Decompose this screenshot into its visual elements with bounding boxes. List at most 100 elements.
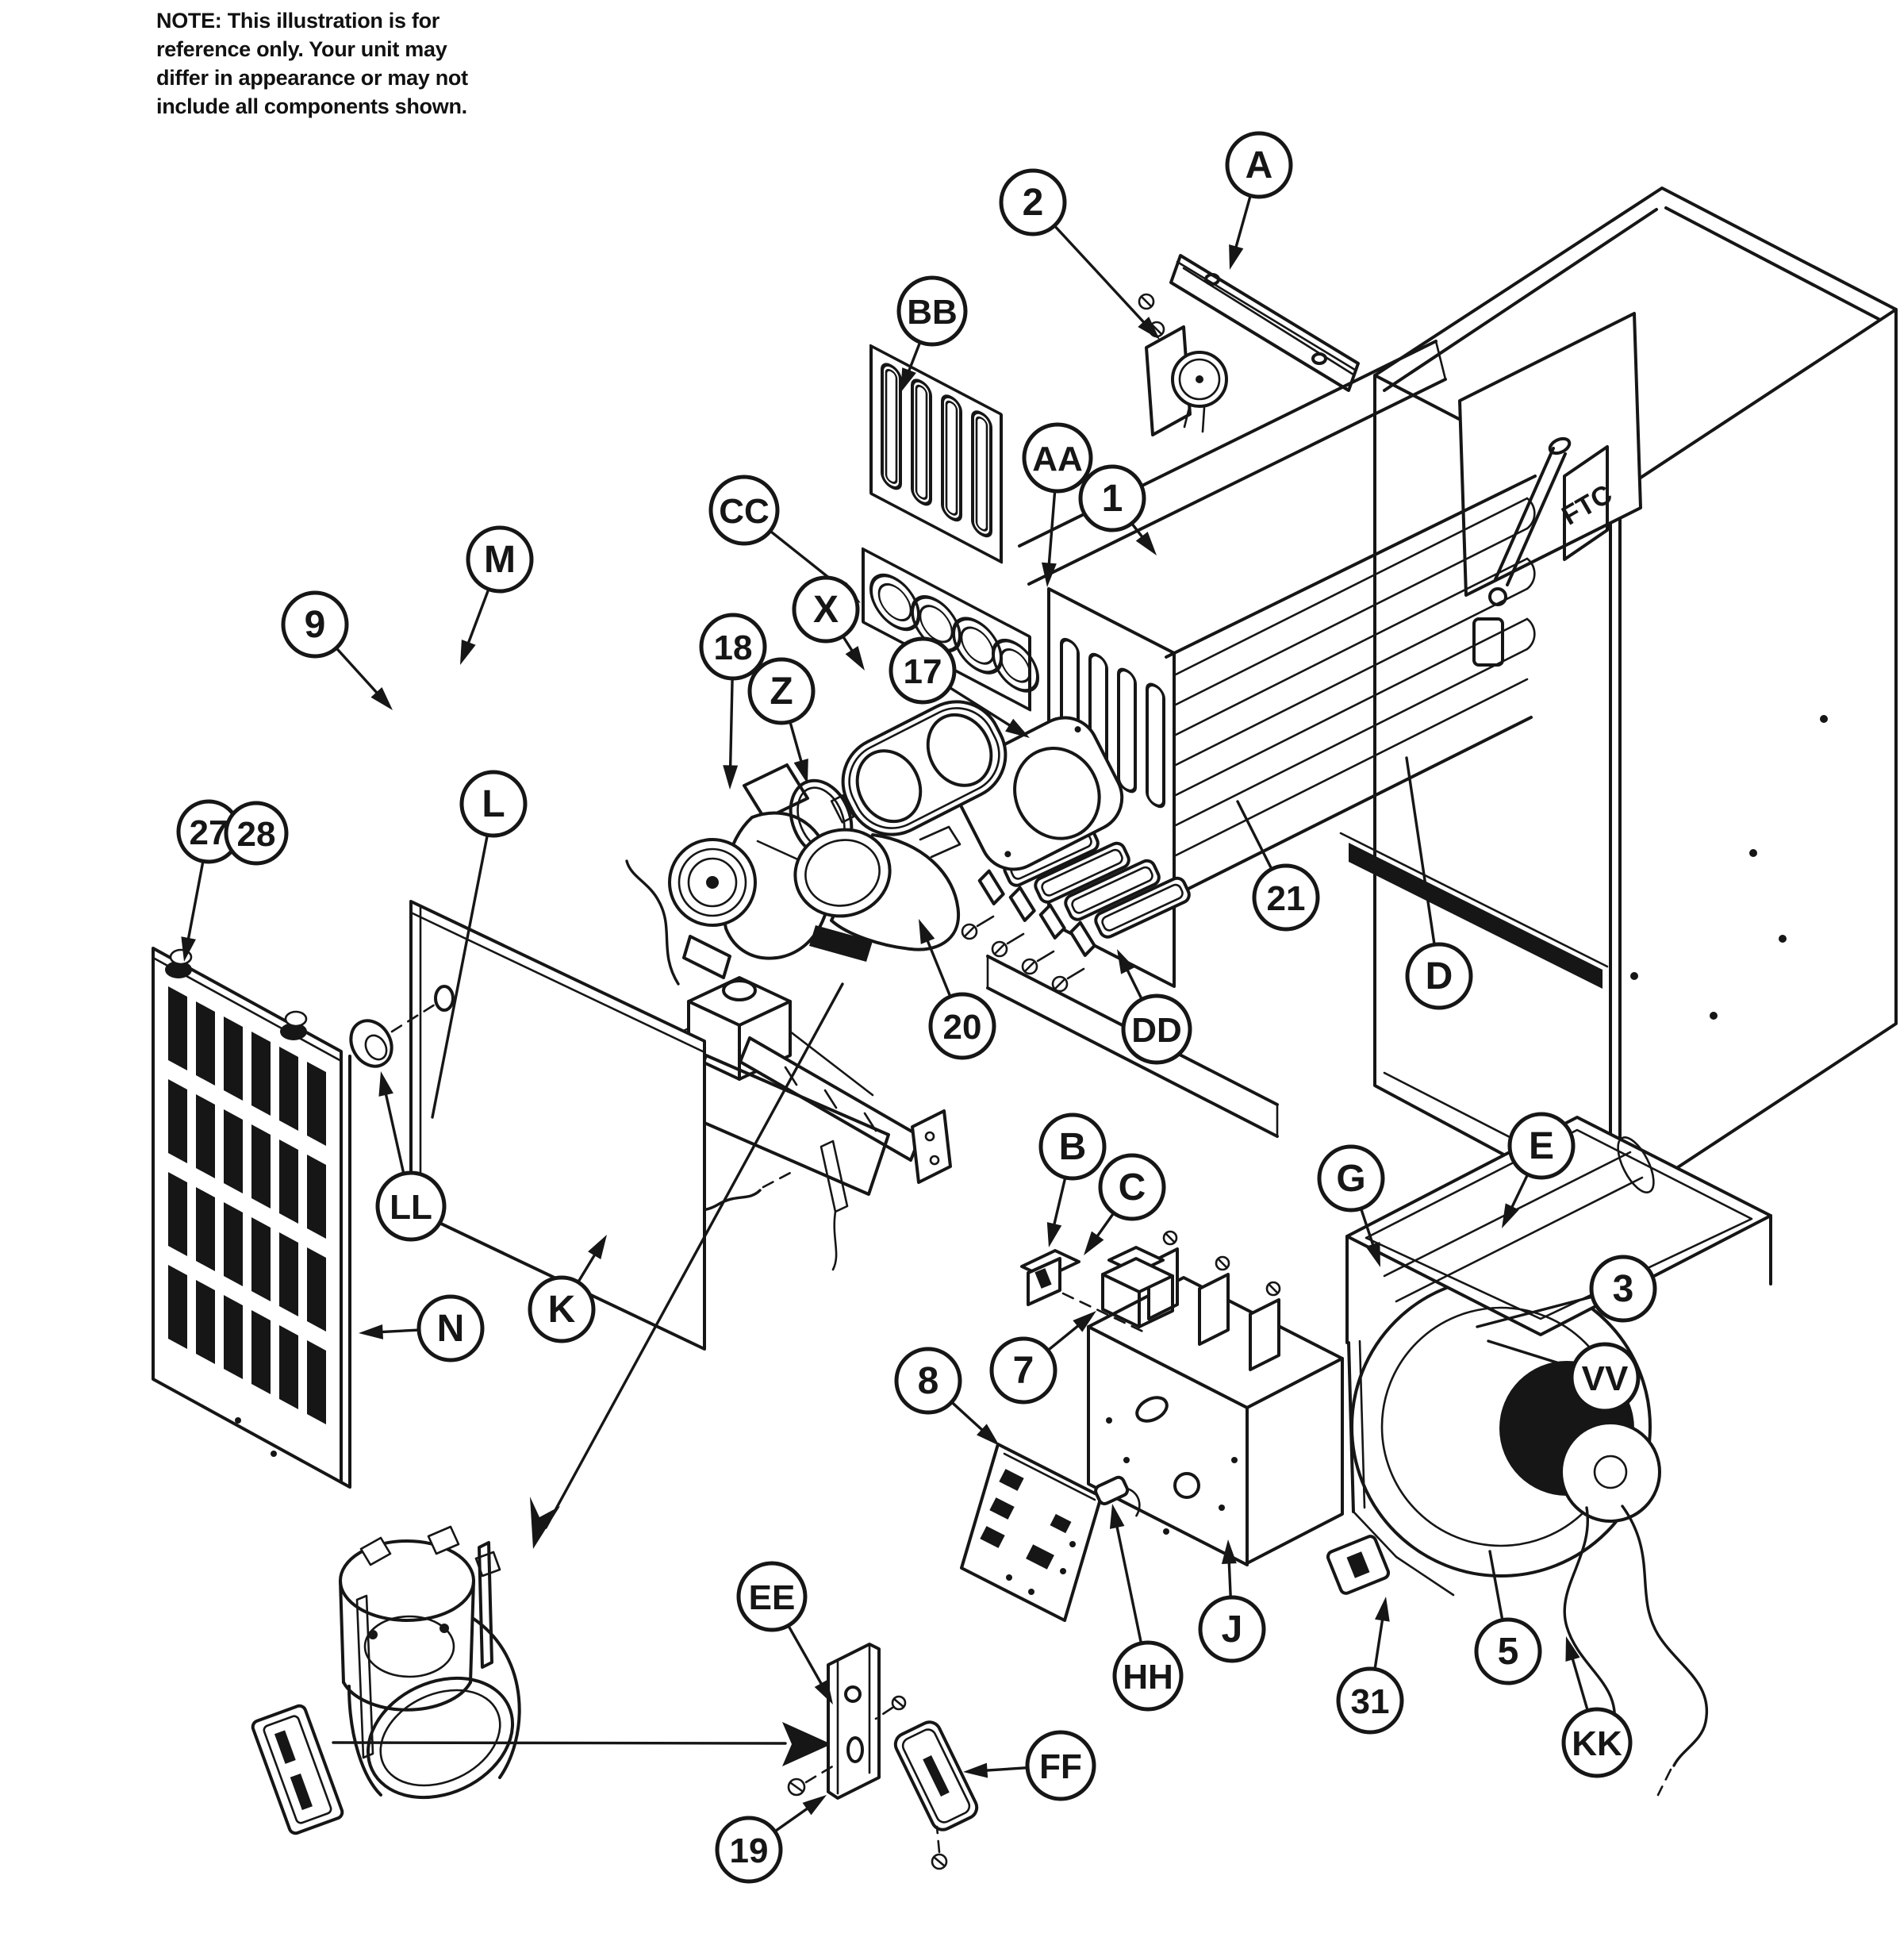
fin-screws xyxy=(1162,1230,1281,1297)
callout-balloon xyxy=(736,1561,808,1632)
leader-arrowhead xyxy=(1046,1222,1062,1247)
leader-line xyxy=(786,1624,825,1689)
leader-arrowhead xyxy=(1565,1636,1580,1662)
leader-arrowhead xyxy=(802,1795,827,1816)
leader-line xyxy=(1093,1211,1115,1242)
leader-arrowhead xyxy=(919,919,935,944)
leader-line xyxy=(728,677,734,772)
callout-balloon xyxy=(224,801,289,866)
callout-K: K xyxy=(528,1235,607,1343)
callout-balloon xyxy=(416,1294,485,1362)
assembly-arrows xyxy=(332,982,844,1766)
callout-label: K xyxy=(548,1289,576,1331)
callout-label: 28 xyxy=(237,815,276,854)
callout-balloon xyxy=(528,1275,596,1343)
leader-arrowhead xyxy=(1221,1539,1237,1564)
callout-28: 28 xyxy=(224,801,289,866)
leader-arrowhead xyxy=(181,936,196,962)
callout-C: C xyxy=(1084,1153,1166,1255)
leader-line xyxy=(1405,756,1436,947)
callout-balloon xyxy=(1405,942,1473,1010)
callout-D: D xyxy=(1405,756,1473,1010)
callout-balloon xyxy=(1317,1144,1385,1213)
callout-balloon xyxy=(1025,1730,1096,1801)
cabinet: FTC xyxy=(1339,186,1898,1213)
callout-7: 7 xyxy=(989,1311,1096,1405)
leader-arrowhead xyxy=(793,759,808,784)
reference-note: NOTE: This illustration is for reference… xyxy=(156,6,497,121)
vent-elbow xyxy=(793,825,962,962)
leader-line xyxy=(1508,1173,1530,1213)
callout-balloon xyxy=(889,636,957,705)
callout-label: J xyxy=(1222,1608,1243,1651)
callout-Z: Z xyxy=(747,657,816,784)
leader-line xyxy=(950,1401,987,1435)
leader-line xyxy=(335,646,382,698)
callout-label: 31 xyxy=(1351,1682,1390,1721)
callout-balloon xyxy=(375,1170,447,1242)
callout-balloon xyxy=(989,1336,1057,1405)
callout-label: 8 xyxy=(918,1360,939,1402)
leader-line xyxy=(1488,1550,1504,1622)
wire-connector xyxy=(1094,1475,1141,1517)
callout-balloon xyxy=(459,770,528,838)
pressure-switch xyxy=(1145,325,1228,436)
leader-line xyxy=(577,1249,599,1284)
leader-line xyxy=(1115,1520,1143,1645)
control-box xyxy=(1020,1230,1344,1566)
callout-EE: EE xyxy=(736,1561,833,1704)
leader-line xyxy=(186,859,205,945)
leader-arrowhead xyxy=(378,1071,393,1097)
bracket-screws xyxy=(787,1695,907,1797)
callout-balloon xyxy=(1121,993,1192,1065)
callout-label: 17 xyxy=(904,652,942,691)
callout-8: 8 xyxy=(894,1347,1000,1446)
callout-label: B xyxy=(1059,1126,1087,1168)
callout-balloon xyxy=(1589,1255,1657,1323)
leader-line xyxy=(1487,1339,1575,1370)
leader-arrowhead xyxy=(1135,532,1157,555)
leader-arrowhead xyxy=(359,1324,384,1339)
callout-FF: FF xyxy=(963,1730,1096,1801)
callout-balloon xyxy=(1507,1112,1576,1180)
callout-M: M xyxy=(460,525,534,665)
leader-arrowhead xyxy=(1117,949,1135,974)
callout-label: L xyxy=(482,783,505,825)
callout-balloon xyxy=(999,168,1067,236)
leader-arrowhead xyxy=(845,646,865,671)
callout-label: EE xyxy=(749,1578,796,1617)
leader-arrowhead xyxy=(1109,1504,1125,1529)
callout-balloon xyxy=(1022,422,1093,494)
callout-20: 20 xyxy=(919,919,996,1060)
door-switch xyxy=(1020,1249,1081,1306)
callout-label: 2 xyxy=(1023,182,1044,224)
callout-balloon xyxy=(699,613,767,681)
callout-balloon xyxy=(747,657,816,725)
leader-arrowhead xyxy=(588,1235,607,1260)
callout-label: A xyxy=(1246,144,1273,186)
leader-line xyxy=(1373,1614,1385,1671)
leader-arrowhead xyxy=(1502,1203,1519,1228)
leader-line xyxy=(1053,224,1149,328)
callout-X: X xyxy=(792,575,865,671)
callout-balloon xyxy=(894,1347,962,1415)
callout-label: 19 xyxy=(730,1831,769,1870)
callout-label: D xyxy=(1426,955,1453,997)
callout-21: 21 xyxy=(1236,800,1320,932)
callout-label: Z xyxy=(770,671,793,713)
collector-cover xyxy=(830,700,1008,836)
callout-J: J xyxy=(1198,1539,1266,1663)
leader-line xyxy=(1123,964,1144,1001)
louver-panel xyxy=(869,344,1003,564)
callout-label: CC xyxy=(719,492,770,531)
callout-label: VV xyxy=(1582,1359,1629,1398)
callout-B: B xyxy=(1038,1113,1107,1247)
callout-balloon xyxy=(708,475,780,546)
door-grille xyxy=(168,986,326,1424)
limit-switch xyxy=(1326,1535,1391,1595)
vent-collar-assembly xyxy=(339,1525,521,1800)
note-line: reference only. Your unit may xyxy=(156,37,447,61)
switch-cover xyxy=(893,1720,979,1831)
callout-label: 7 xyxy=(1013,1350,1034,1392)
